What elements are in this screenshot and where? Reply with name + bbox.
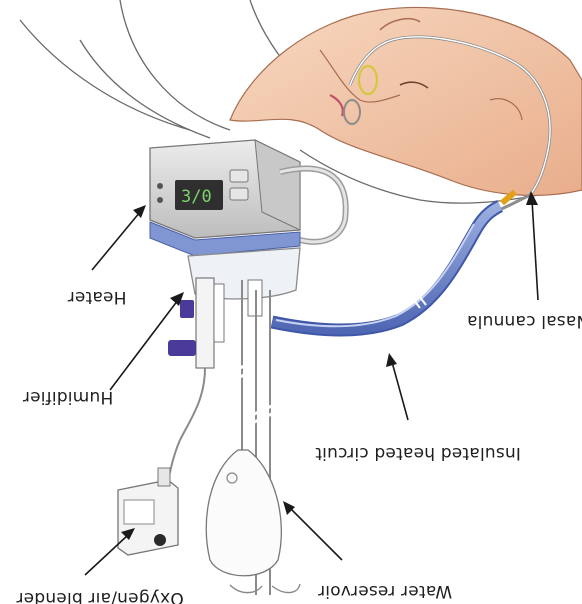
label-nasal-cannula: Nasal cannula [467,311,582,331]
label-oxygen-air-blender: Oxygen/air blender [16,588,183,604]
oxygen-air-blender [118,468,178,555]
water-reservoir [206,450,300,593]
heater-unit: 3/0 [150,140,346,256]
label-heater: Heater [68,287,127,307]
insulated-heated-circuit [272,206,500,330]
label-insulated-heated-circuit: Insulated heated circuit [315,443,521,463]
humidifier-chamber [168,248,300,368]
label-humidifier: Humidifier [23,387,114,407]
heater-display: 3/0 [181,187,212,207]
label-water-reservoir: Water reservoir [318,581,452,601]
